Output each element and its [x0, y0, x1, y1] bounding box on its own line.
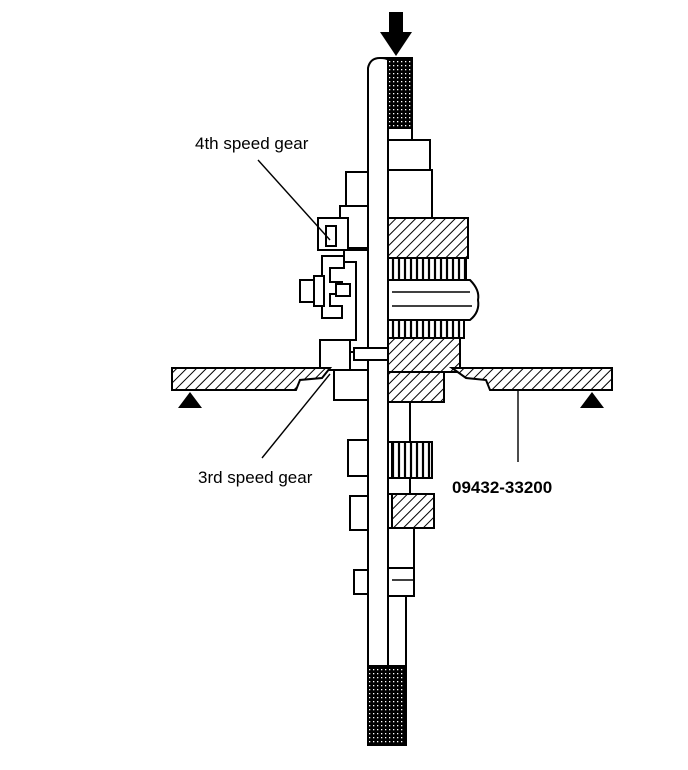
third-speed-gear-label: 3rd speed gear: [198, 468, 313, 487]
tool-number-label: 09432-33200: [452, 478, 552, 497]
right-support-icon: [580, 392, 604, 408]
lower-shaft-components: [347, 439, 389, 746]
shaft-right-half: [387, 57, 480, 746]
fourth-speed-gear-label: 4th speed gear: [195, 134, 309, 153]
support-plate-tool: [171, 367, 613, 391]
leader-lines: [257, 159, 519, 462]
left-support-icon: [178, 392, 202, 408]
third-speed-gear-section: [319, 339, 389, 401]
fourth-speed-gear-section: [317, 171, 369, 251]
press-arrow-icon: [380, 12, 412, 56]
synchronizer-hub-section: [299, 249, 369, 353]
